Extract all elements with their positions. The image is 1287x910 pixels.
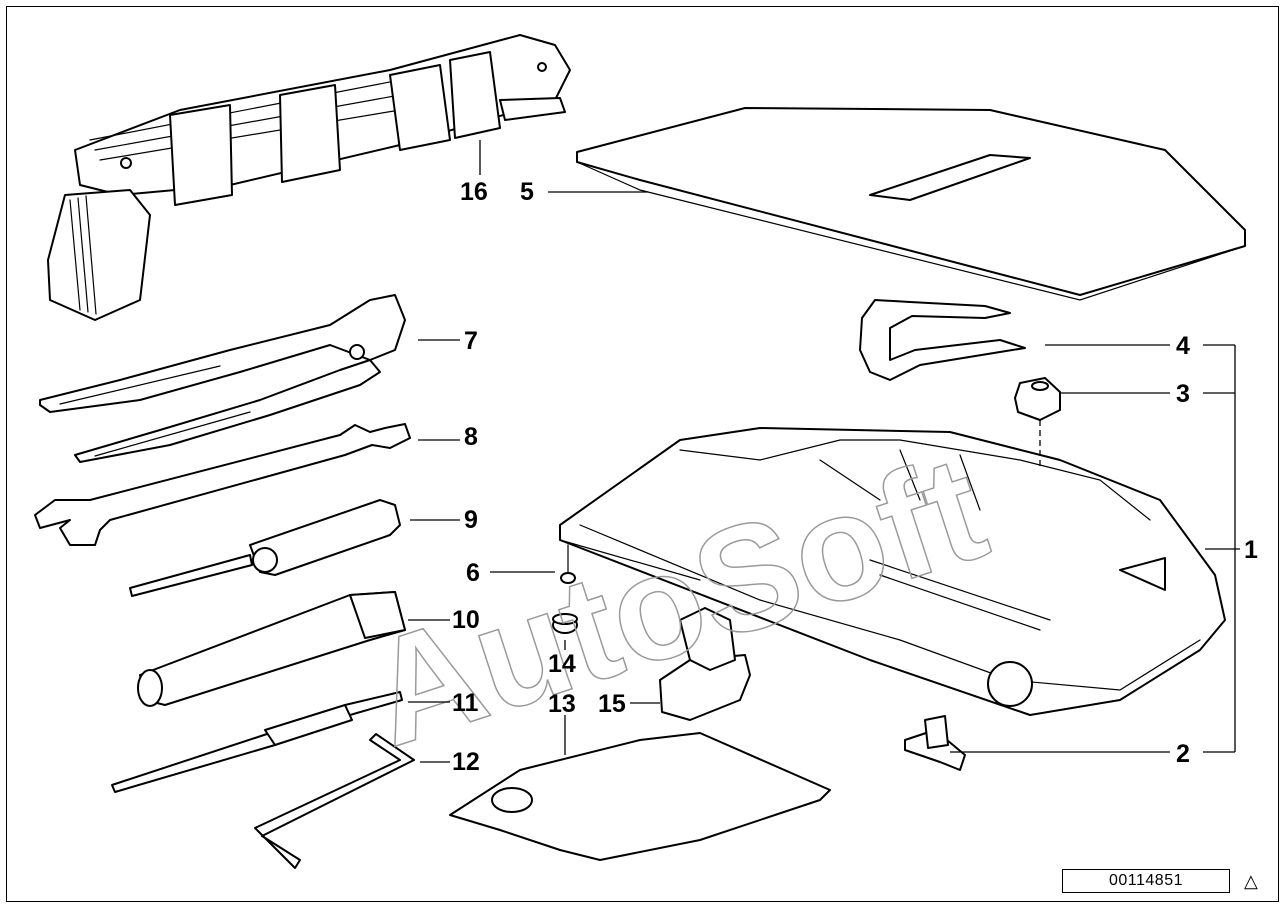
callout-labels: 16 5 7 8 9 10 11 12 6 14 13 15 4 3 1 2	[452, 178, 1258, 776]
leader-lines	[408, 140, 1240, 763]
part-14-grommet[interactable]	[552, 613, 578, 634]
callout-4: 4	[1176, 332, 1190, 360]
warning-triangle-outline-icon: △	[1244, 871, 1258, 891]
callout-12: 12	[452, 748, 480, 776]
part-10-plug-socket[interactable]	[137, 591, 406, 707]
part-13-tool-bag[interactable]	[449, 732, 831, 861]
part-8-wrench[interactable]	[34, 423, 411, 546]
part-9-screwdriver[interactable]	[129, 499, 401, 597]
diagram-frame	[6, 6, 1279, 902]
part-2-wing-screw[interactable]	[904, 715, 966, 771]
callout-5: 5	[520, 178, 534, 206]
callout-2: 2	[1176, 740, 1190, 768]
callout-3: 3	[1176, 380, 1190, 408]
callout-13: 13	[548, 690, 576, 718]
part-5-cover-panel[interactable]	[576, 107, 1246, 301]
part-6-screw[interactable]	[560, 544, 576, 584]
callout-8: 8	[464, 423, 478, 451]
callout-6: 6	[466, 559, 480, 587]
part-12-hex-key[interactable]	[254, 733, 415, 869]
callout-16: 16	[460, 178, 488, 206]
part-15-strap[interactable]	[659, 607, 751, 721]
callout-1: 1	[1244, 536, 1258, 564]
reference-number: 00114851	[1062, 869, 1230, 893]
callout-14: 14	[548, 650, 576, 678]
part-11-drift-pin[interactable]	[111, 691, 403, 793]
callout-11: 11	[452, 689, 479, 717]
part-4-spring-clip[interactable]	[859, 299, 1026, 381]
callout-7: 7	[464, 327, 478, 355]
callout-9: 9	[464, 506, 478, 534]
part-3-clip-nut[interactable]	[1014, 377, 1061, 421]
part-7-pliers[interactable]	[39, 294, 406, 463]
callout-10: 10	[452, 606, 480, 634]
callout-15: 15	[598, 690, 626, 718]
part-16-warning-triangle[interactable]	[47, 34, 571, 321]
part-1-tool-tray[interactable]	[559, 427, 1226, 716]
